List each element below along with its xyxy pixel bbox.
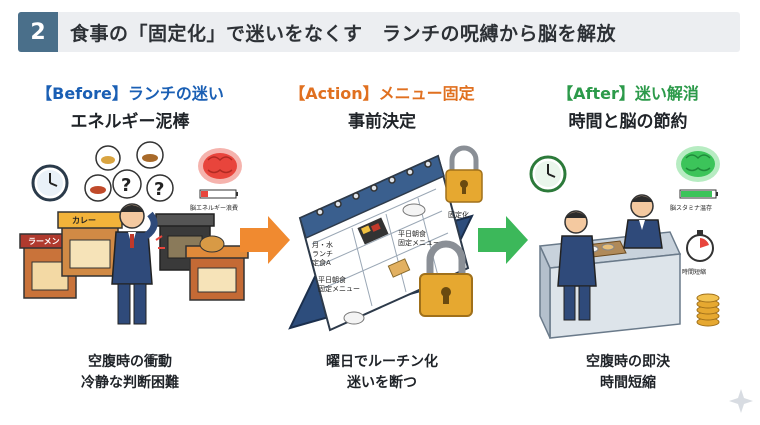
before-footer-line-2: 冷静な判断困難 [81,375,179,391]
cal-note-line-2: ランチ [312,250,333,258]
before-column-heading: 【Before】ランチの迷い エネルギー泥棒 [10,80,250,132]
padlock-icon [445,145,483,203]
svg-text:?: ? [121,175,131,196]
action-column-heading: 【Action】メニュー固定 事前決定 [262,80,502,132]
action-subtitle: 事前決定 [348,112,416,132]
cal-note-bottom-1: 平日朝食 [318,275,346,284]
action-footer: 曜日でルーチン化 迷いを断つ [262,352,502,394]
after-column-heading: 【After】迷い解消 時間と脳の節約 [508,80,748,132]
action-label: 【Action】メニュー固定 [289,84,475,103]
staff-person [623,194,663,249]
arrow-action-to-after [478,216,528,264]
arrow-before-to-action [240,216,290,264]
brain-stamina-caption: 脳スタミナ温存 [670,204,712,212]
cal-note-bottom-2: 固定メニュー [318,284,360,293]
cal-note-line-1: 月・水 [312,240,333,249]
brain-stressed-icon [198,148,242,199]
clock-icon-after [529,155,567,193]
after-footer-line-2: 時間短縮 [600,375,656,391]
confused-businessman [111,203,165,325]
large-padlock-icon [419,240,473,317]
food-thought-bubbles: ? ? [84,141,174,202]
lock-caption: 固定化 [448,210,469,219]
burger-shop [185,235,249,301]
page-title: 食事の「固定化」で迷いをなくす ランチの呪縛から脳を解放 [70,22,617,45]
after-footer-line-1: 空腹時の即決 [586,354,670,370]
before-footer: 空腹時の衝動 冷静な判断困難 [10,352,250,394]
curry-sign: カレー [72,216,96,225]
action-footer-line-1: 曜日でルーチン化 [326,354,438,370]
header-bar: 2 食事の「固定化」で迷いをなくす ランチの呪縛から脳を解放 [18,12,740,52]
before-subtitle: エネルギー泥棒 [70,112,190,132]
after-label: 【After】迷い解消 [557,84,699,103]
ramen-sign: ラーメン [28,237,60,246]
coin-stack-icon [696,293,720,327]
sparkle-icon [729,389,753,413]
svg-text:?: ? [154,179,164,200]
before-footer-line-1: 空腹時の衝動 [88,354,172,370]
action-footer-line-2: 迷いを断つ [347,375,417,391]
clock-icon [31,164,69,202]
after-subtitle: 時間と脳の節約 [568,112,688,132]
timer-caption: 時間短縮 [682,268,706,276]
stopwatch-icon [686,230,714,262]
section-number-badge: 2 [18,12,58,52]
cal-note-line-3: 定食A [312,258,331,267]
brain-energy-caption: 脳エネルギー浪費 [190,204,238,212]
before-label: 【Before】ランチの迷い [36,84,224,103]
cal-note-right-2: 固定メニュー [398,238,440,247]
after-footer: 空腹時の即決 時間短縮 [508,352,748,394]
customer-businessman [557,210,597,321]
cal-note-right-1: 平日朝食 [398,229,426,238]
brain-healthy-icon [676,146,720,199]
